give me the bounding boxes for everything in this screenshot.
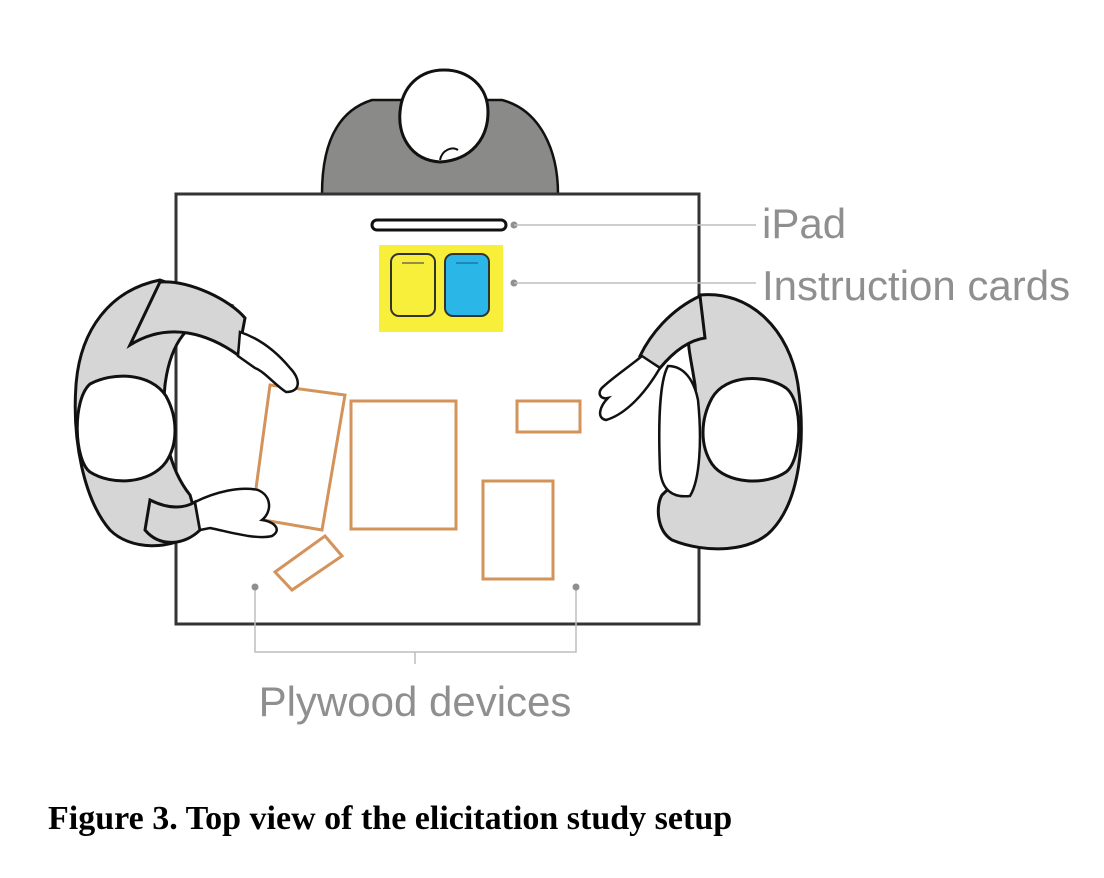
- participant-right: [598, 293, 803, 551]
- participant-top-ear: [439, 147, 459, 161]
- plywood-device-tilted-large: [250, 383, 347, 532]
- participant-right-hand-pointing: [598, 354, 662, 422]
- ipad-device: [370, 218, 508, 232]
- instruction-cards-group: [379, 245, 503, 332]
- plywood-devices-group: [250, 383, 582, 592]
- instruction-card-yellow: [390, 253, 436, 317]
- participant-left-hand-lower: [193, 487, 278, 539]
- participant-right-arm: [638, 293, 707, 370]
- participant-right-head: [701, 377, 801, 483]
- participant-right-hand-resting: [658, 364, 702, 498]
- plywood-device-small-right: [515, 399, 582, 434]
- plywood-bracket-dot-right: [572, 583, 580, 591]
- plywood-device-center-large: [349, 399, 458, 531]
- plywood-device-bottom-center: [481, 479, 555, 581]
- figure-caption: Figure 3. Top view of the elicitation st…: [48, 800, 733, 837]
- ipad-label: iPad: [762, 200, 846, 247]
- plywood-bracket-dot-left: [251, 583, 259, 591]
- participant-left-hand-upper: [236, 330, 299, 394]
- participant-top: [320, 68, 560, 196]
- participant-left-head: [75, 374, 177, 483]
- plywood-devices-label: Plywood devices: [259, 678, 572, 725]
- instruction-cards-label: Instruction cards: [762, 262, 1070, 309]
- plywood-device-phone-tilted: [272, 533, 345, 592]
- participant-left-arm-lower: [143, 497, 202, 544]
- participant-left: [73, 278, 299, 548]
- leader-lines: [254, 224, 756, 664]
- instruction-card-blue: [444, 253, 490, 317]
- participant-top-head: [398, 68, 490, 164]
